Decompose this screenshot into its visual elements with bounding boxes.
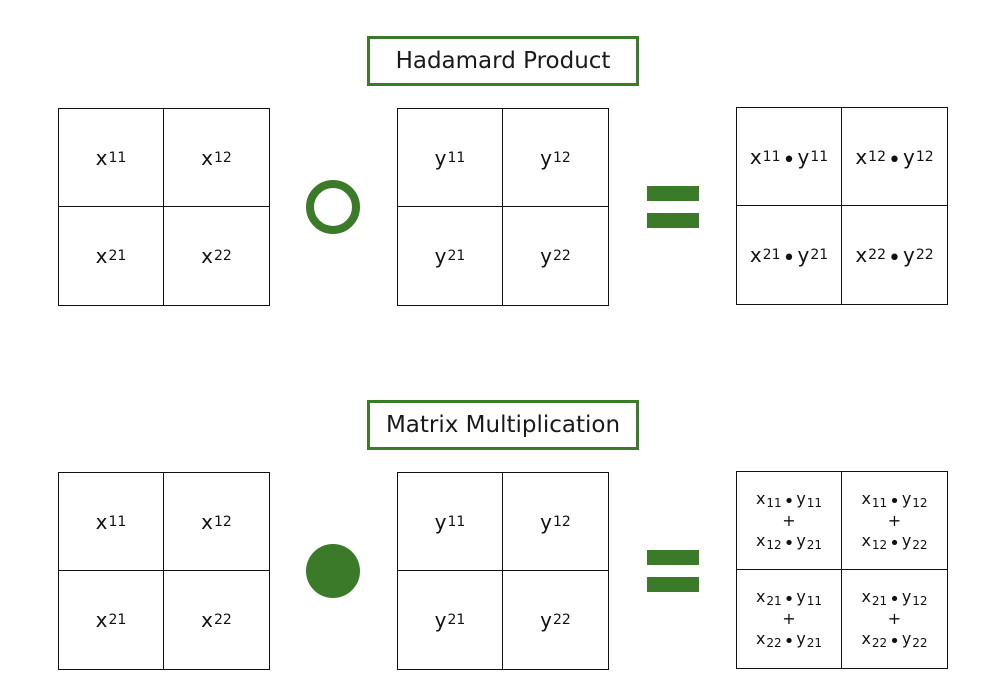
result-cell: x11•y12 + x12•y22 xyxy=(842,472,947,570)
result-cell: x21•y11 + x22•y21 xyxy=(737,570,842,668)
result-cell: x21•y12 + x22•y22 xyxy=(861,587,928,652)
equals-icon xyxy=(647,550,699,592)
hadamard-title-text: Hadamard Product xyxy=(395,48,611,74)
hadamard-title: Hadamard Product xyxy=(367,36,639,86)
matmul-title-text: Matrix Multiplication xyxy=(385,412,621,438)
ring-operator-icon xyxy=(306,180,360,234)
filled-circle-operator-icon xyxy=(306,544,360,598)
equals-icon xyxy=(647,186,699,228)
result-cell: x11•y11 + x12•y21 xyxy=(737,472,842,570)
matmul-title: Matrix Multiplication xyxy=(367,400,639,450)
matmul-matrix-result: x11•y11 + x12•y21 x11•y12 + x12•y22 x21•… xyxy=(736,471,948,669)
